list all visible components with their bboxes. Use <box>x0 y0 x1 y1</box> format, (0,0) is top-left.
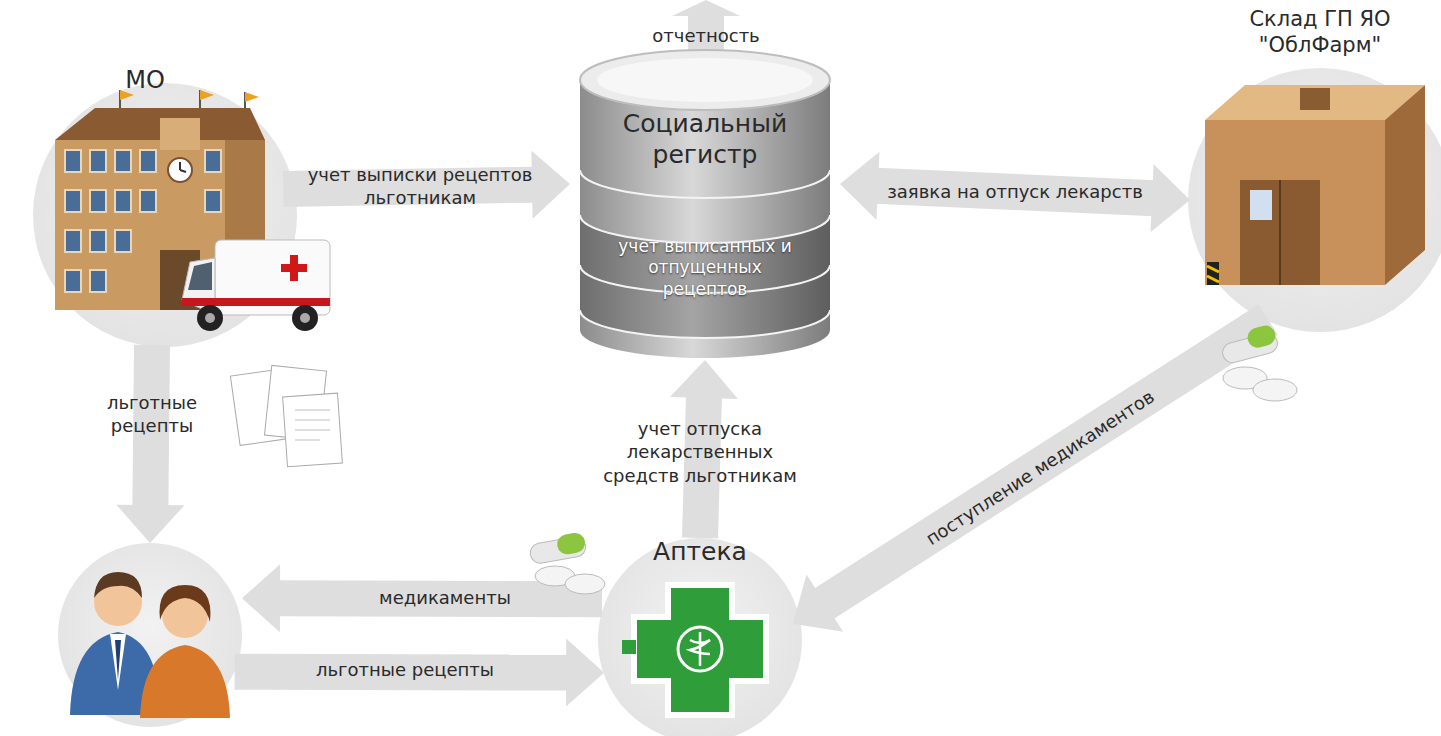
node-text: Социальный регистр <box>605 108 805 171</box>
arrow-head <box>840 152 880 220</box>
reporting-label: отчетность <box>606 24 806 47</box>
node-text: Аптека <box>640 536 760 567</box>
arrow-label: медикаменты <box>345 586 545 609</box>
prescription-papers <box>230 365 342 466</box>
pharmacy-circle <box>598 538 802 736</box>
flow-arrow <box>235 639 604 707</box>
warehouse-circle <box>1188 68 1441 332</box>
node-circle <box>58 543 242 727</box>
pharmacy-cross <box>622 585 766 715</box>
pills <box>529 531 605 594</box>
node-circle: Склад ГП ЯО "ОблФарм" <box>1190 70 1441 330</box>
arrow-head <box>242 564 280 632</box>
flow-arrow <box>116 345 184 543</box>
arrow-label: учет отпуска лекарственных средств льгот… <box>595 417 805 487</box>
arrow-head <box>1150 164 1190 232</box>
ambulance <box>182 240 330 331</box>
node-circle: МО <box>35 85 295 345</box>
arrow-head <box>670 360 738 399</box>
arrow-label: поступление медикаментов <box>899 371 1180 565</box>
node-text: МО <box>105 65 185 95</box>
arrow-label: заявка на отпуск лекарств <box>860 180 1170 203</box>
arrow-shaft <box>235 654 568 691</box>
flow-arrow <box>840 152 1190 232</box>
arrow-shaft <box>823 320 1268 605</box>
arrow-head <box>116 505 184 543</box>
arrow-label: льготные рецепты <box>285 658 525 681</box>
people <box>70 572 230 718</box>
arrow-label: льготные рецепты <box>92 391 212 438</box>
arrow-label: учет выписки рецептов льготникам <box>300 163 540 210</box>
database-cylinder: Социальный регистр учет выписанных и отпу… <box>570 40 840 360</box>
node-text: Склад ГП ЯО "ОблФарм" <box>1200 6 1440 59</box>
flow-arrow <box>793 320 1268 632</box>
arrow-head <box>531 151 570 219</box>
node-text: учет выписанных и отпущенных рецептов <box>608 236 802 300</box>
flow-arrow <box>242 564 602 632</box>
arrow-head <box>793 575 843 632</box>
patients-circle <box>58 543 242 727</box>
warehouse-building <box>1205 85 1425 285</box>
flow-arrow <box>283 151 570 219</box>
pills <box>1220 323 1297 401</box>
arrow-head <box>566 639 604 707</box>
node-circle: Аптека <box>598 538 802 736</box>
